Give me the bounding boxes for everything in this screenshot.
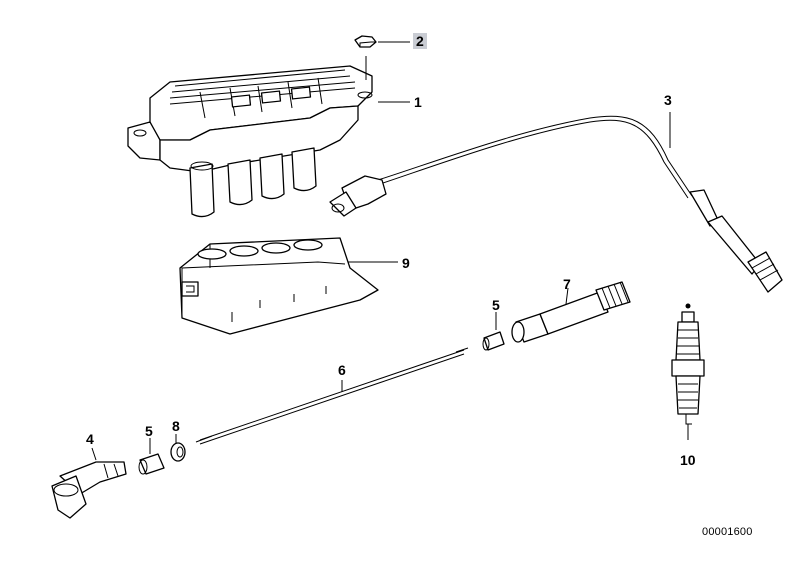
part-nut (354, 35, 377, 48)
callout-5-lower: 5 (145, 423, 153, 439)
part-ignition-lead (329, 115, 783, 293)
document-reference: 00001600 (702, 526, 753, 538)
part-ignition-coil (127, 65, 373, 218)
callout-6: 6 (338, 362, 346, 378)
part-ring (170, 442, 186, 462)
part-sleeve-upper (482, 331, 505, 351)
callout-8: 8 (172, 418, 180, 434)
leader-line-2 (365, 41, 410, 80)
callout-9: 9 (402, 255, 410, 271)
part-sleeve-lower (138, 453, 165, 475)
callout-1: 1 (414, 94, 422, 110)
callout-2: 2 (413, 33, 427, 49)
callout-10: 10 (680, 452, 696, 468)
part-boot-connector (51, 461, 127, 519)
callout-3: 3 (664, 92, 672, 108)
part-coil-cover (179, 237, 379, 335)
leader-line-7 (565, 287, 569, 305)
leader-line-4 (91, 447, 97, 461)
part-plug-connector (511, 281, 631, 343)
part-spark-plug (671, 303, 705, 425)
callout-5-upper: 5 (492, 297, 500, 313)
callout-4: 4 (86, 431, 94, 447)
part-ignition-wire (195, 347, 469, 445)
callout-7: 7 (563, 276, 571, 292)
